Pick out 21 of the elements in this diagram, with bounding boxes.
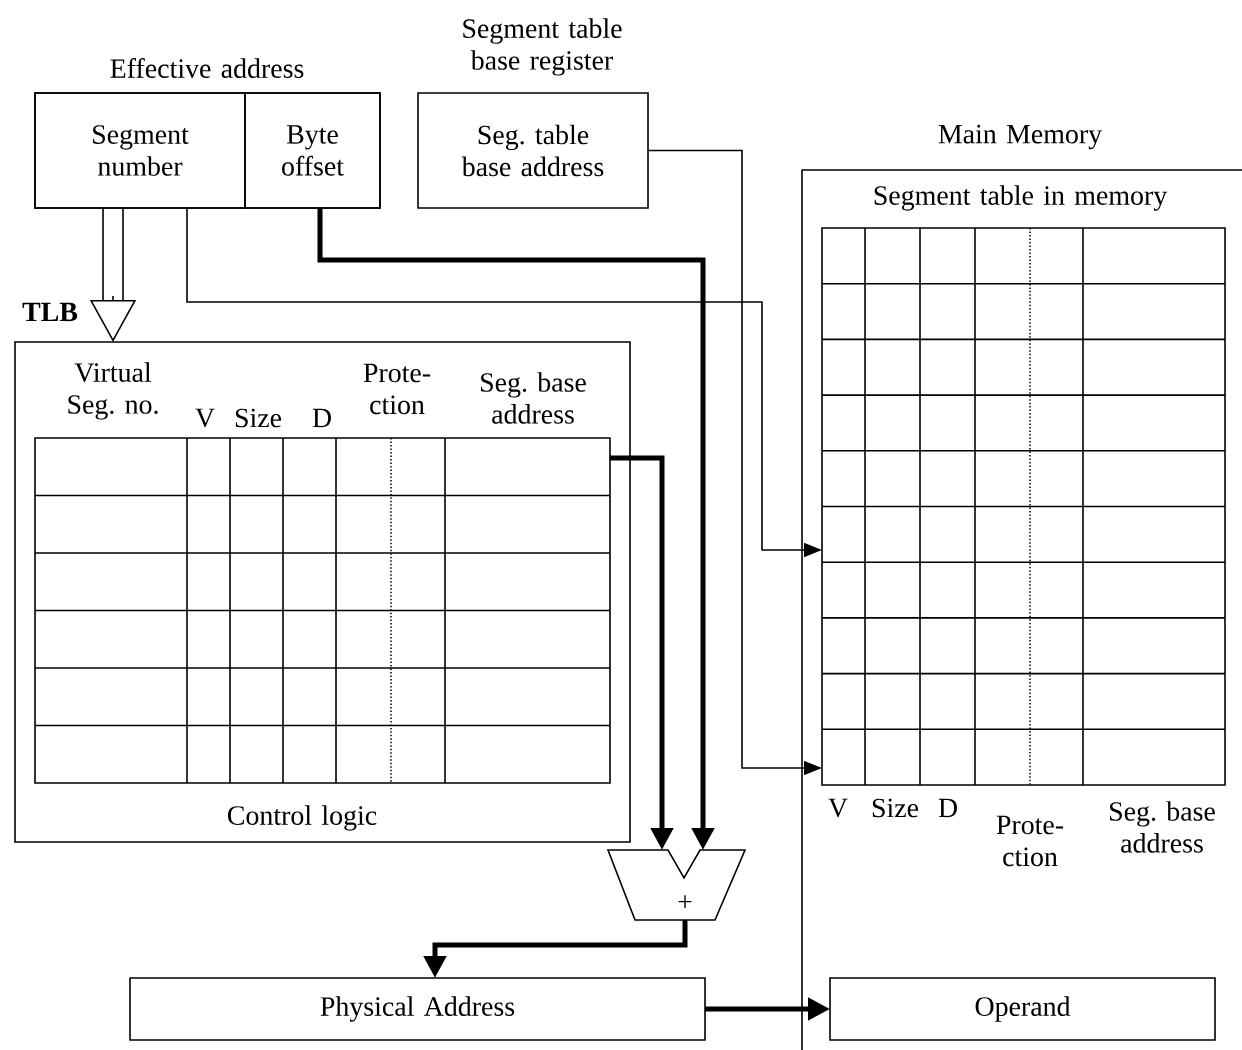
column-header: Seg. base address: [481, 372, 586, 424]
column-header: Prote- ction: [996, 815, 1064, 867]
column-header: V: [195, 408, 215, 428]
column-header: Size: [872, 798, 919, 818]
column-header: D: [938, 798, 957, 818]
register-box: Segment table base register Seg. table base address: [417, 18, 649, 209]
column-header: Seg. base address: [1110, 801, 1215, 853]
table-grid: Segment table in memory: [821, 185, 1226, 786]
column-header: Size: [235, 408, 282, 428]
node-label: Segment table base register: [463, 18, 622, 76]
column-header: D: [312, 408, 331, 428]
address-box: Physical Address: [129, 977, 706, 1041]
column-header: V: [828, 798, 848, 818]
column-header: Virtual Seg. no.: [68, 362, 158, 420]
register-field: Byte offset: [244, 92, 381, 209]
node-label: Segment table in memory: [874, 185, 1168, 211]
operand-box: Operand: [829, 977, 1216, 1041]
node-label: Effective address: [110, 58, 304, 78]
column-header: Prote- ction: [363, 363, 431, 415]
register-field: Segment number: [34, 92, 246, 209]
table-grid: [34, 437, 611, 784]
